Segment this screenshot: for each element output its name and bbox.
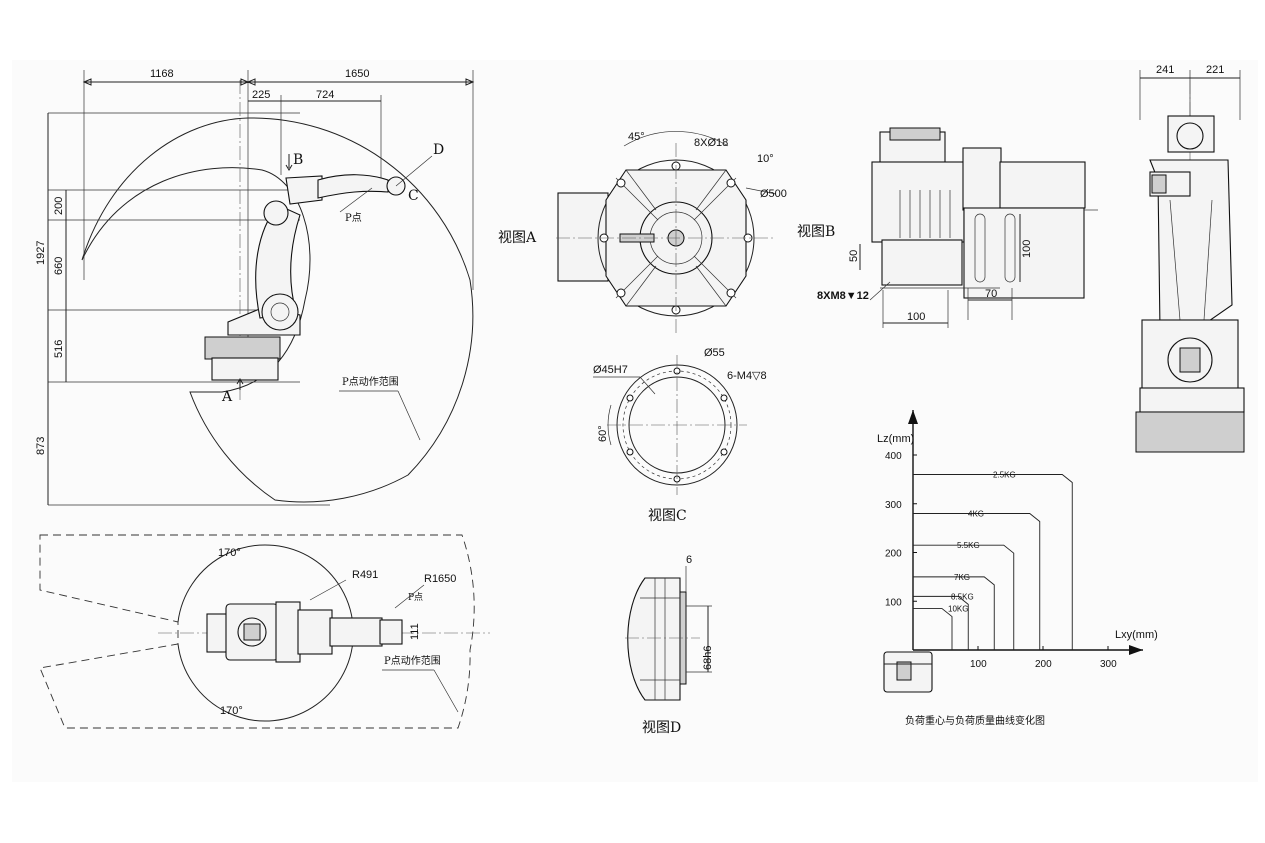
label-range-top: P点动作范围 xyxy=(384,654,441,667)
chart-load-curve xyxy=(913,544,1015,650)
chart-series-label: 10KG xyxy=(948,605,968,614)
dim-55: Ø55 xyxy=(704,347,725,359)
chart-y-arrow xyxy=(908,410,918,424)
view-b xyxy=(859,127,1098,328)
label-view-b: B xyxy=(293,152,303,168)
view-c xyxy=(607,355,747,495)
chart-y-tick-label: 200 xyxy=(885,549,902,560)
chart-series-label: 7KG xyxy=(954,573,970,582)
chart-x-tick-label: 100 xyxy=(970,659,987,670)
robot-top-body xyxy=(206,601,403,663)
dim-1927: 1927 xyxy=(35,241,47,265)
dim-45deg: 45° xyxy=(628,131,645,143)
chart-load-curve xyxy=(913,513,1041,650)
dim-516: 516 xyxy=(53,340,65,358)
dim-6-m4: 6-M4▽8 xyxy=(727,370,767,382)
label-range: P点动作范围 xyxy=(342,375,399,388)
label-p-point: P点 xyxy=(345,212,362,224)
chart-load-curve xyxy=(913,576,995,650)
chart-x-tick-label: 300 xyxy=(1100,659,1117,670)
dim-r491: R491 xyxy=(352,569,378,581)
dim-1650: 1650 xyxy=(345,68,369,80)
dim-873: 873 xyxy=(35,437,47,455)
label-view-a: A xyxy=(221,389,233,405)
chart-title: 负荷重心与负荷质量曲线变化图 xyxy=(905,714,1045,727)
side-view: 1168 1650 225 724 1927 200 660 516 873 B… xyxy=(35,68,475,506)
chart-load-curve xyxy=(913,608,953,650)
chart-series-label: 5.5KG xyxy=(957,541,980,550)
dim-b-70: 70 xyxy=(985,288,997,300)
load-chart: 100 200 300 100 200 300 400 2.5KG 4KG 5.5KG 7KG 8.5… xyxy=(885,410,1143,670)
chart-series-label: 4KG xyxy=(968,510,984,519)
dim-221: 221 xyxy=(1206,64,1224,76)
top-range-outline xyxy=(39,534,475,729)
title-view-d: 视图D xyxy=(642,720,681,736)
chart-load-curve xyxy=(913,595,969,650)
dim-b-100-vertical: 100 xyxy=(1021,240,1033,258)
chart-y-tick-label: 300 xyxy=(885,500,902,511)
title-view-a: 视图A xyxy=(498,230,537,246)
top-view: 170° 170° R491 R1650 111 P点 P点动作范围 xyxy=(39,534,490,729)
chart-y-tick-label: 100 xyxy=(885,597,902,608)
dim-500: Ø500 xyxy=(760,188,787,200)
dim-200: 200 xyxy=(53,197,65,215)
label-view-c: C xyxy=(408,188,419,204)
view-a xyxy=(556,131,777,333)
chart-x-arrow xyxy=(1129,645,1143,655)
dim-1168: 1168 xyxy=(150,68,174,80)
dim-660: 660 xyxy=(53,257,65,275)
dim-170-bottom: 170° xyxy=(220,705,243,717)
dim-b-100-horizontal: 100 xyxy=(907,311,925,323)
chart-x-label: Lxy(mm) xyxy=(1115,629,1158,641)
robot-side-body xyxy=(204,174,406,381)
dim-724: 724 xyxy=(316,89,334,101)
chart-series-label: 2.5KG xyxy=(993,471,1016,480)
chart-series-label: 8.5KG xyxy=(951,592,974,601)
dim-60deg: 60° xyxy=(597,425,609,442)
dim-45h7: Ø45H7 xyxy=(593,364,628,376)
rear-view xyxy=(1135,70,1245,453)
dim-68h6: 68h6 xyxy=(702,646,714,670)
dim-b-8xm8: 8XM8▼12 xyxy=(817,290,869,302)
dim-b-50: 50 xyxy=(848,250,860,262)
dim-r1650: R1650 xyxy=(424,573,456,585)
chart-robot-wrist xyxy=(883,651,933,693)
dim-170-top: 170° xyxy=(218,547,241,559)
dim-225: 225 xyxy=(252,89,270,101)
label-p-point-top: P点 xyxy=(408,592,423,603)
chart-x-tick-label: 200 xyxy=(1035,659,1052,670)
dim-241: 241 xyxy=(1156,64,1174,76)
dim-6: 6 xyxy=(686,554,692,566)
title-view-b: 视图B xyxy=(797,224,835,240)
dim-8x18: 8XØ18 xyxy=(694,137,728,149)
dim-111: 111 xyxy=(409,623,421,640)
title-view-c: 视图C xyxy=(648,508,687,524)
chart-y-tick-label: 400 xyxy=(885,451,902,462)
chart-y-label: Lz(mm) xyxy=(877,433,914,445)
chart-load-curve xyxy=(913,474,1073,650)
label-view-d: D xyxy=(433,142,444,158)
dim-10deg: 10° xyxy=(757,153,774,165)
view-d xyxy=(625,566,712,701)
